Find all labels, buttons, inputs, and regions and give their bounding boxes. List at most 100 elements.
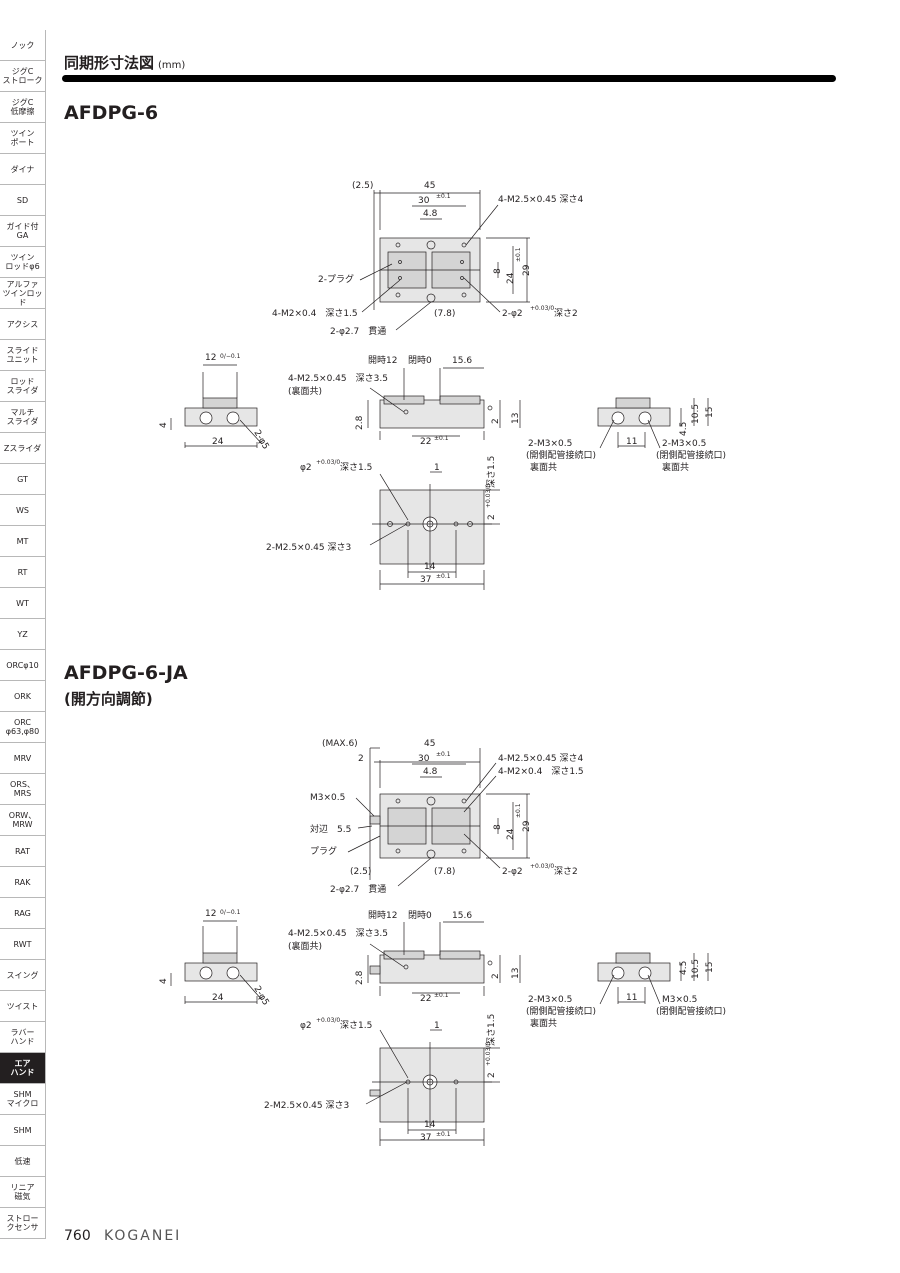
brand-logo: KOGANEI xyxy=(104,1228,182,1244)
sidebar-tab[interactable]: SD xyxy=(0,185,46,216)
ja-hole35: 4-M2.5×0.45 深さ3.5 xyxy=(288,928,388,939)
drawing-afdpg-6-ja: (MAX.6) 2 45 30 ±0.1 4.8 4-M2.5×0.45 深さ4… xyxy=(0,735,900,1164)
ja-max6: (MAX.6) xyxy=(322,739,358,749)
ja-left-dim-12: 12 xyxy=(205,909,216,919)
sidebar-tab[interactable]: ストロー クセンサ xyxy=(0,1208,46,1239)
sidebar-tab[interactable]: ORS、 MRS xyxy=(0,774,46,805)
ja-m25: 2-M2.5×0.45 深さ3 xyxy=(264,1100,349,1111)
ja-dim-4.8: 4.8 xyxy=(423,767,438,777)
left-tol-12: 0/−0.1 xyxy=(220,353,241,360)
sidebar-tab[interactable]: ORCφ10 xyxy=(0,650,46,681)
sidebar-tab[interactable]: ノック xyxy=(0,30,46,61)
sidebar-tab[interactable]: RAT xyxy=(0,836,46,867)
dim-30: 30 xyxy=(418,196,430,206)
ja-right-15: 15 xyxy=(705,962,715,973)
right-dim-4.5: 4.5 xyxy=(679,422,689,436)
ja-right-4.5: 4.5 xyxy=(679,961,689,975)
dim-2.8: 2.8 xyxy=(355,415,365,430)
open-12: 開時12 xyxy=(368,355,397,366)
note-m2: 4-M2×0.4 深さ1.5 xyxy=(272,308,358,319)
ja-pin-depth: 深さ1.5 xyxy=(340,1020,372,1031)
ja-left-dim-4: 4 xyxy=(159,978,169,984)
dim-2: 2 xyxy=(491,418,501,424)
drawing-afdpg-6: (2.5) 45 30 ±0.1 4.8 4-M2.5×0.45 深さ4 2-プ… xyxy=(0,170,900,604)
sidebar-tab[interactable]: 低速 xyxy=(0,1146,46,1177)
sidebar-tab[interactable]: スイング xyxy=(0,960,46,991)
sidebar-tab[interactable]: リニア 磁気 xyxy=(0,1177,46,1208)
dim-15.6: 15.6 xyxy=(452,356,472,366)
dim-22: 22 xyxy=(420,437,431,447)
ja-right-depth: 深さ1.5 xyxy=(486,1014,497,1046)
sidebar-tab[interactable]: ジグC 低摩擦 xyxy=(0,92,46,123)
sidebar-tab[interactable]: マルチ スライダ xyxy=(0,402,46,433)
sidebar-tab[interactable]: Zスライダ xyxy=(0,433,46,464)
ja-open-12: 開時12 xyxy=(368,910,397,921)
sidebar-tab[interactable]: ガイド付 GA xyxy=(0,216,46,247)
sidebar-tab[interactable]: RAK xyxy=(0,867,46,898)
note-hole4: 4-M2.5×0.45 深さ4 xyxy=(498,194,583,205)
sidebar-tab[interactable]: SHM xyxy=(0,1115,46,1146)
note-hole35: 4-M2.5×0.45 深さ3.5 xyxy=(288,373,388,384)
model-subtitle: (開方向調節) xyxy=(64,690,153,708)
tol-22: ±0.1 xyxy=(434,435,449,442)
sidebar-tab[interactable]: ORW、 MRW xyxy=(0,805,46,836)
ja-right-11: 11 xyxy=(626,993,637,1003)
port2-back: 裏面共 xyxy=(662,461,689,473)
sidebar-tab[interactable]: SHM マイクロ xyxy=(0,1084,46,1115)
page-number: 760 xyxy=(64,1228,91,1244)
port2: 2-M3×0.5 xyxy=(662,439,706,449)
sidebar-tab[interactable]: RT xyxy=(0,557,46,588)
ja-dim-13: 13 xyxy=(511,968,521,979)
sidebar-tab[interactable]: ロッド スライダ xyxy=(0,371,46,402)
dim-7.8: (7.8) xyxy=(434,309,455,319)
ja-dim-45: 45 xyxy=(424,739,435,749)
ja-pin2: 2-φ2 xyxy=(502,867,523,877)
port1-back: 裏面共 xyxy=(530,461,557,473)
sidebar-tab[interactable]: ラバー ハンド xyxy=(0,1022,46,1053)
ja-port1-back: 裏面共 xyxy=(530,1017,557,1029)
pin-phi2: φ2 xyxy=(300,463,312,473)
ja-dim-24: 24 xyxy=(506,828,516,840)
sidebar-tab[interactable]: ORK xyxy=(0,681,46,712)
sidebar-tab[interactable]: ダイナ xyxy=(0,154,46,185)
ja-dim-30: 30 xyxy=(418,754,430,764)
right-dim-11: 11 xyxy=(626,437,637,447)
sidebar-tab[interactable]: ORC φ63,φ80 xyxy=(0,712,46,743)
right-dim-15: 15 xyxy=(705,407,715,418)
ja-dim-29: 29 xyxy=(522,820,532,832)
ja-left-dim-24: 24 xyxy=(212,993,224,1003)
sidebar-tab[interactable]: RAG xyxy=(0,898,46,929)
dim-1: 1 xyxy=(434,463,440,473)
dim-4.8: 4.8 xyxy=(423,209,438,219)
sidebar-tab[interactable]: GT xyxy=(0,464,46,495)
sidebar-tab[interactable]: エア ハンド xyxy=(0,1053,46,1084)
sidebar-tab[interactable]: WT xyxy=(0,588,46,619)
sidebar-tab[interactable]: MT xyxy=(0,526,46,557)
sidebar-tab[interactable]: ツイン ロッドφ6 xyxy=(0,247,46,278)
sidebar-tab[interactable]: MRV xyxy=(0,743,46,774)
model-afdpg-6-ja: AFDPG-6-JA xyxy=(64,662,188,684)
pin-tol: +0.03/0 xyxy=(316,459,340,466)
ja-thru: 2-φ2.7 貫通 xyxy=(330,884,386,895)
ja-hole4: 4-M2.5×0.45 深さ4 xyxy=(498,753,583,764)
model-afdpg-6: AFDPG-6 xyxy=(64,102,159,124)
sidebar-tab[interactable]: ジグC ストローク xyxy=(0,61,46,92)
sidebar-tab[interactable]: ツイン ポート xyxy=(0,123,46,154)
ja-dim-1: 1 xyxy=(434,1021,440,1031)
sidebar-tab[interactable]: アルファ ツインロッド xyxy=(0,278,46,309)
dim-8: 8 xyxy=(493,268,503,274)
sidebar-tab[interactable]: スライド ユニット xyxy=(0,340,46,371)
note-plug: 2-プラグ xyxy=(318,273,354,285)
sidebar-tab[interactable]: アクシス xyxy=(0,309,46,340)
ja-port2: M3×0.5 xyxy=(662,995,697,1005)
sidebar-tab[interactable]: YZ xyxy=(0,619,46,650)
title-unit: (mm) xyxy=(158,60,186,71)
sidebar-tab[interactable]: ツイスト xyxy=(0,991,46,1022)
dim-29: 29 xyxy=(522,264,532,276)
ja-left-tol-12: 0/−0.1 xyxy=(220,909,241,916)
sidebar-tab[interactable]: RWT xyxy=(0,929,46,960)
sidebar-tab[interactable]: WS xyxy=(0,495,46,526)
ja-pin-phi2: φ2 xyxy=(300,1021,312,1031)
close-0: 閉時0 xyxy=(408,355,432,366)
ja-tol-30: ±0.1 xyxy=(436,751,451,758)
